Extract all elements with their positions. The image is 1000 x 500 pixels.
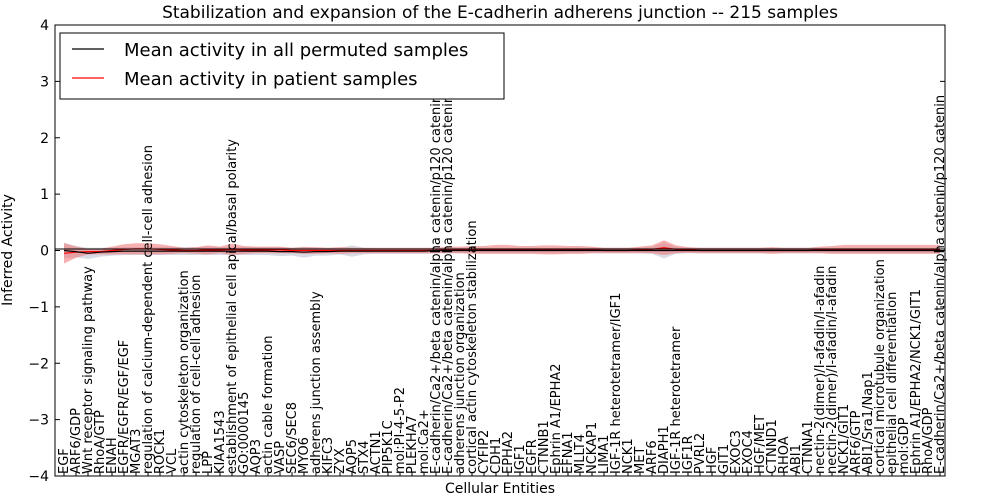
- x-tick-label: KIFC3: [321, 437, 336, 474]
- x-tick-label: ARF6/GDP: [69, 408, 84, 474]
- x-tick-label: IGF1: [513, 444, 528, 474]
- x-axis-label: Cellular Entities: [445, 481, 555, 497]
- x-tick-label: IGF-1R heterotetramer/IGF1: [609, 293, 624, 474]
- x-tick-label: ABI1/Sra1/Nap1: [861, 371, 876, 474]
- x-tick-label: adherens junction organization: [453, 272, 468, 474]
- x-tick-label: RHOA: [777, 436, 792, 474]
- x-tick-label: EGFR/EGFR/EGF/EGF: [117, 340, 132, 474]
- y-tick-label: 0: [40, 244, 49, 260]
- x-tick-label: STX4: [357, 441, 372, 474]
- x-tick-label: LIMA1: [597, 435, 612, 474]
- x-tick-label: GO:0000145: [237, 392, 252, 474]
- x-tick-label: HGF/MET: [753, 415, 768, 474]
- x-tick-label: CDH1: [489, 437, 504, 474]
- x-tick-label: CTNNA1: [801, 420, 816, 474]
- y-tick-label: 3: [40, 74, 49, 90]
- x-tick-label: Wnt receptor signaling pathway: [81, 266, 96, 474]
- y-tick-label: −1: [28, 300, 49, 316]
- x-tick-label: mol:Ca2+: [417, 409, 432, 474]
- x-tick-label: MGAT3: [129, 429, 144, 474]
- x-tick-label: Ephrin A1/EPHA2/NCK1/GIT1: [909, 289, 924, 474]
- x-tick-label: DIAPH1: [657, 425, 672, 474]
- x-tick-label: cortical actin cytoskeleton stabilizatio…: [465, 220, 480, 474]
- x-tick-label: MYO6: [297, 437, 312, 474]
- x-tick-label: EFNA1: [561, 431, 576, 474]
- x-tick-label: E-cadherin/Ca2+/beta catenin/alpha caten…: [429, 49, 444, 474]
- x-tick-label: SEC6/SEC8: [285, 402, 300, 474]
- x-tick-label: ARF6/GTP: [849, 410, 864, 474]
- x-tick-label: adherens junction assembly: [309, 291, 324, 474]
- x-tick-label: ABI1: [789, 444, 804, 474]
- band-patient: [64, 240, 940, 264]
- x-tick-label: MLLT4: [573, 434, 588, 474]
- x-tick-label: EXOC3: [729, 430, 744, 474]
- x-tick-label: PLEKHA7: [405, 415, 420, 474]
- x-tick-label: GIT1: [717, 444, 732, 474]
- x-tick-label: CTNND1: [765, 419, 780, 474]
- x-tick-label: actin cable formation: [261, 336, 276, 474]
- y-tick-label: 2: [40, 131, 49, 147]
- x-tick-label: VASP: [273, 441, 288, 474]
- x-tick-label: regulation of calcium-dependent cell-cel…: [141, 145, 156, 474]
- x-tick-label: AQP3: [249, 439, 264, 474]
- y-tick-label: −4: [28, 469, 49, 485]
- legend: Mean activity in all permuted samples Me…: [59, 32, 505, 100]
- x-tick-label: cortical microtubule organization: [873, 259, 888, 474]
- x-tick-label: regulation of cell-cell adhesion: [189, 275, 204, 474]
- x-tick-label: EPHA2: [501, 431, 516, 474]
- y-tick-label: 1: [40, 187, 49, 203]
- x-tick-label: MET: [633, 447, 648, 474]
- x-tick-label: ZYX: [333, 448, 348, 474]
- x-tick-label: establishment of epithelial cell apical/…: [225, 139, 240, 474]
- x-tick-label: NCKAP1: [585, 422, 600, 474]
- x-tick-label: actin cytoskeleton organization: [177, 270, 192, 474]
- series-line-permuted: [63, 249, 940, 254]
- x-tick-label: AQP5: [345, 439, 360, 474]
- plot-frame: [54, 24, 946, 477]
- x-tick-label: CYFIP2: [477, 430, 492, 474]
- y-axis-label: Inferred Activity: [0, 194, 16, 306]
- x-tick-label: VCL: [165, 448, 180, 474]
- x-tick-label: nectin-2(dimer)/I-afadin/I-afadin: [825, 266, 840, 474]
- x-tick-label: CTNNB1: [537, 420, 552, 474]
- x-tick-label: nectin-2(dimer)/I-afadin/I-afadin: [813, 266, 828, 474]
- chart-title: Stabilization and expansion of the E-cad…: [162, 3, 838, 23]
- x-tick-label: NCK1/GIT1: [837, 404, 852, 474]
- x-tick-label: epithelial cell differentiation: [885, 292, 900, 474]
- y-tick-label: 4: [40, 18, 49, 34]
- legend-label-patient: Mean activity in patient samples: [124, 69, 418, 90]
- x-tick-label: E-cadherin/Ca2+/beta catenin/alpha caten…: [933, 95, 948, 474]
- confidence-bands: [64, 240, 940, 264]
- x-tick-label: HGF: [705, 447, 720, 474]
- x-tick-label: RhoA/GTP: [93, 410, 108, 474]
- x-tick-label: IGF1R: [681, 435, 696, 474]
- legend-frame: [59, 32, 505, 100]
- x-tick-label: EXOC4: [741, 430, 756, 474]
- x-tick-label: mol:PI-4-5-P2: [393, 387, 408, 474]
- x-tick-label: RhoA/GDP: [921, 407, 936, 474]
- x-tick-label: ARF6: [645, 440, 660, 474]
- x-tick-label: E-cadherin/Ca2+/beta catenin/alpha caten…: [441, 49, 456, 474]
- x-tick-label: PVRL2: [693, 433, 708, 474]
- x-tick-label: mol:GDP: [897, 417, 912, 474]
- x-tick-label: LPP: [201, 451, 216, 474]
- x-tick-label: KIAA1543: [213, 410, 228, 474]
- x-tick-label: Ephrin A1/EPHA2: [549, 363, 564, 474]
- x-tick-label: ACTN1: [369, 430, 384, 474]
- legend-label-permuted: Mean activity in all permuted samples: [124, 40, 468, 61]
- x-tick-label: IGF-1R heterotetramer: [669, 326, 684, 474]
- x-tick-label: EGFR: [525, 439, 540, 474]
- x-tick-label: ROCK1: [153, 429, 168, 474]
- x-tick-label: ENAH: [105, 437, 120, 474]
- x-tick-label: NCK1: [621, 438, 636, 474]
- y-tick-label: −3: [28, 413, 49, 429]
- y-tick-label: −2: [28, 356, 49, 372]
- x-tick-label: EGF: [57, 448, 72, 474]
- x-tick-label: PIP5K1C: [381, 420, 396, 474]
